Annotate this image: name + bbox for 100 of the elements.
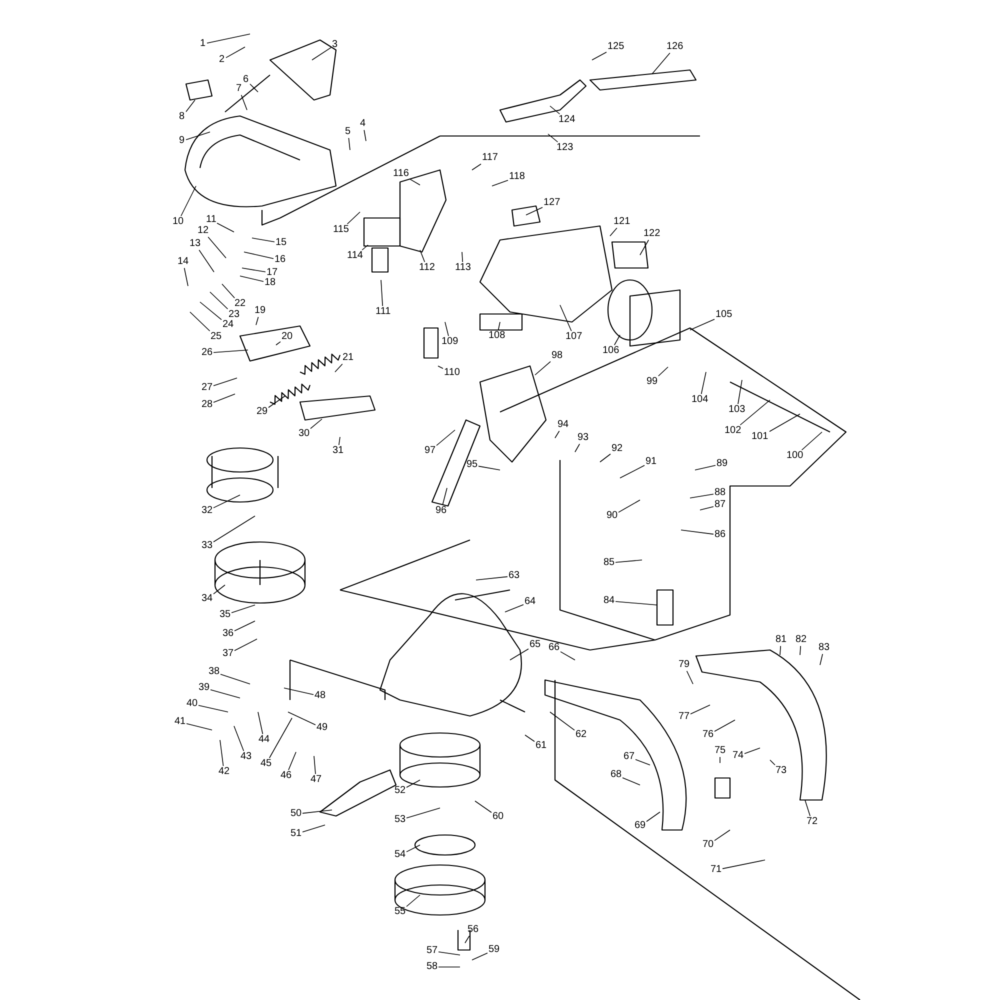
callout-number: 47 <box>310 774 322 786</box>
leader-line <box>686 670 694 684</box>
leader-line <box>476 576 508 580</box>
callout-number: 70 <box>702 839 714 851</box>
leader-line <box>362 244 368 250</box>
callout-number: 116 <box>393 168 409 180</box>
callout-number: 82 <box>796 634 807 646</box>
leader-line <box>610 228 618 236</box>
leader-line <box>268 396 286 408</box>
callout-number: 55 <box>394 906 406 918</box>
leader-line <box>200 302 222 320</box>
callout-number: 103 <box>728 404 746 416</box>
callout-number: 97 <box>424 445 436 457</box>
leader-line <box>226 46 246 58</box>
leader-line <box>820 654 823 666</box>
leader-line <box>526 207 543 216</box>
callout-number: 41 <box>174 716 186 728</box>
leader-line <box>213 350 248 353</box>
callout-number: 51 <box>290 828 302 840</box>
leader-line <box>492 180 508 186</box>
callout-number: 124 <box>558 114 576 126</box>
leader-line <box>780 646 781 656</box>
callout-number: 109 <box>442 336 458 348</box>
leader-line <box>310 418 322 429</box>
callout-number: 107 <box>566 331 582 343</box>
callout-number: 43 <box>240 751 252 763</box>
leader-line <box>615 560 642 563</box>
callout-number: 68 <box>610 769 622 781</box>
callout-number: 118 <box>509 171 525 183</box>
callout-number: 72 <box>806 816 818 828</box>
callout-number: 102 <box>724 425 742 437</box>
leader-line <box>560 304 572 332</box>
callout-number: 89 <box>716 458 728 470</box>
callout-number: 54 <box>394 849 406 861</box>
callout-number: 64 <box>524 596 536 608</box>
leader-line <box>216 222 234 232</box>
callout-number: 40 <box>186 698 198 710</box>
leader-line <box>220 674 250 684</box>
callout-number: 101 <box>752 431 768 443</box>
leader-line <box>560 651 576 660</box>
callout-number: 71 <box>710 864 722 876</box>
callout-number: 30 <box>298 428 310 440</box>
leader-line <box>504 604 524 612</box>
callout-number: 49 <box>316 722 328 734</box>
callout-number: 53 <box>394 814 406 826</box>
leader-line <box>510 648 529 660</box>
callout-number: 11 <box>206 214 216 226</box>
callout-number: 42 <box>218 766 230 778</box>
leader-line <box>464 936 470 944</box>
leader-line <box>406 844 420 852</box>
leader-line <box>256 316 259 326</box>
callout-number: 9 <box>179 135 185 147</box>
leader-line <box>190 312 210 332</box>
leader-line <box>680 530 714 535</box>
callout-number: 86 <box>714 529 726 541</box>
leader-line <box>738 380 742 404</box>
callout-number: 126 <box>666 41 684 53</box>
callout-number: 22 <box>234 298 246 310</box>
leader-line <box>213 494 240 508</box>
callout-number: 23 <box>228 309 240 321</box>
leader-line <box>242 268 266 272</box>
callout-number: 74 <box>732 750 744 762</box>
leader-line <box>534 361 551 376</box>
leader-line <box>618 500 640 513</box>
callout-number: 85 <box>604 557 615 569</box>
callout-number: 2 <box>219 54 225 66</box>
callout-number: 52 <box>394 785 406 797</box>
callout-number: 90 <box>606 510 618 522</box>
leader-line <box>208 236 226 258</box>
callout-number: 50 <box>290 808 302 820</box>
callout-number: 112 <box>419 262 435 274</box>
callout-number: 69 <box>634 820 646 832</box>
leader-line <box>198 250 214 272</box>
leader-line <box>744 748 760 754</box>
callout-number: 91 <box>646 456 657 468</box>
leader-line <box>406 780 420 788</box>
leader-line <box>600 454 611 462</box>
leader-line <box>186 100 196 112</box>
leader-line <box>213 378 238 386</box>
callout-number: 58 <box>426 961 438 973</box>
callout-number: 122 <box>644 228 660 240</box>
leader-line <box>640 240 649 256</box>
callout-number: 111 <box>376 306 391 318</box>
callout-number: 100 <box>786 450 804 462</box>
leader-line <box>700 372 706 394</box>
leader-line <box>312 47 332 60</box>
leader-line <box>276 341 281 346</box>
callout-number: 59 <box>488 944 500 956</box>
callout-number: 121 <box>614 216 630 228</box>
callout-number: 31 <box>332 445 344 457</box>
leader-line <box>410 178 420 186</box>
leader-line <box>186 723 212 730</box>
leader-line <box>234 638 258 651</box>
callout-number: 35 <box>220 609 231 621</box>
leader-line <box>474 800 492 813</box>
leader-line <box>722 860 766 870</box>
callout-number: 45 <box>260 758 272 770</box>
callout-number: 93 <box>578 432 589 444</box>
leader-line <box>222 284 235 298</box>
leader-line <box>406 894 420 907</box>
